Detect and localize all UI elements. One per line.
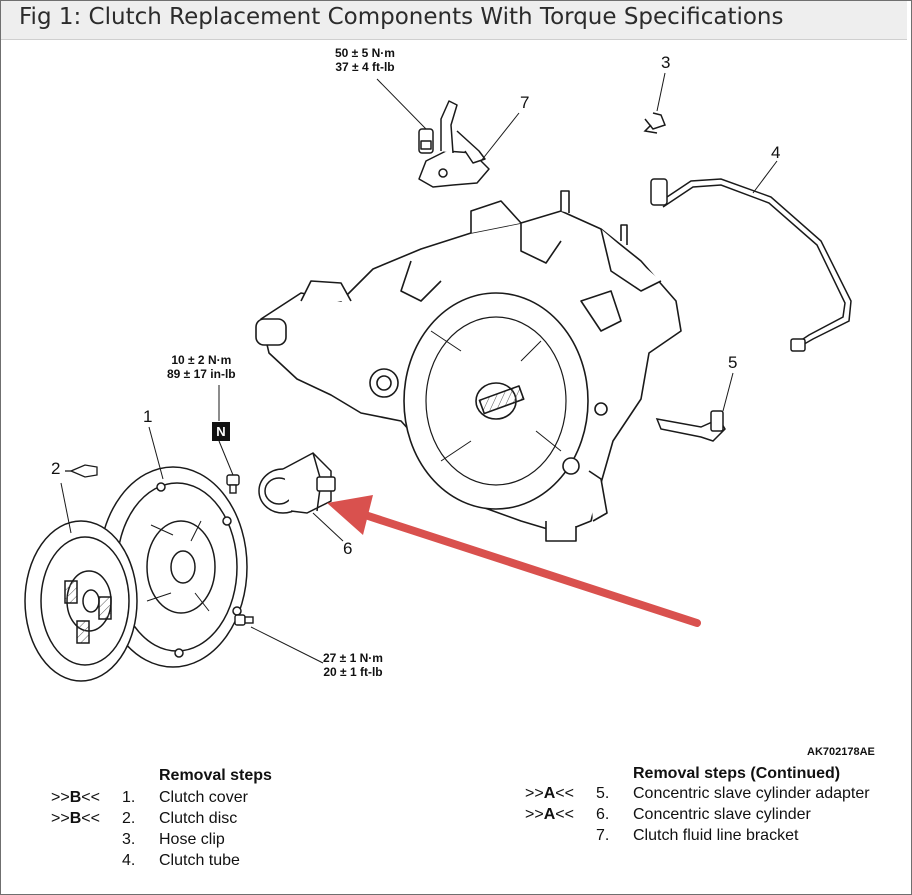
n-badge: N [212, 422, 230, 441]
step-ref: >>B<< [51, 810, 100, 827]
part-7-bracket [418, 100, 490, 188]
bolt-cover [234, 614, 254, 626]
transmission-housing [255, 190, 682, 542]
part-4-clutch-tube [650, 178, 852, 352]
torque-bracket-nm: 50 ± 5 N·m [335, 46, 395, 60]
figure-code: AK702178AE [807, 746, 875, 758]
torque-cover-nm: 27 ± 1 N·m [323, 651, 383, 665]
torque-bracket-ftlb: 37 ± 4 ft-lb [335, 60, 395, 74]
callout-2: 2 [51, 459, 61, 478]
apply-grease-symbol [65, 464, 98, 478]
figure-title: Fig 1: Clutch Replacement Components Wit… [19, 4, 784, 30]
step-ref: >>A<< [525, 785, 574, 802]
torque-slave-nm: 10 ± 2 N·m [171, 353, 232, 367]
step-ref: >>A<< [525, 806, 574, 823]
torque-slave-bolt: 10 ± 2 N·m 89 ± 17 in-lb [167, 353, 236, 381]
removal-steps-continued: Removal steps (Continued) >>A<< 5. Conce… [525, 763, 905, 853]
torque-cover-bolt: 27 ± 1 N·m 20 ± 1 ft-lb [323, 651, 383, 679]
bolt-n [226, 474, 240, 494]
step-text: Clutch disc [159, 810, 238, 827]
callout-3: 3 [661, 53, 671, 72]
step-text: Clutch tube [159, 852, 240, 869]
title-bar: Fig 1: Clutch Replacement Components Wit… [1, 1, 907, 40]
step-number: 7. [596, 827, 610, 844]
step-text: Concentric slave cylinder [633, 806, 811, 823]
pointer-arrow [327, 495, 701, 627]
step-number: 1. [122, 789, 136, 806]
part-6-slave-cylinder [258, 452, 336, 514]
removal-steps-heading: Removal steps [159, 767, 272, 784]
part-2-clutch-disc [24, 520, 138, 682]
step-text: Clutch fluid line bracket [633, 827, 799, 844]
callout-6: 6 [343, 539, 353, 558]
step-number: 6. [596, 806, 610, 823]
part-3-hose-clip [643, 112, 666, 134]
step-number: 3. [122, 831, 136, 848]
step-number: 4. [122, 852, 136, 869]
callout-4: 4 [771, 143, 781, 162]
torque-cover-ftlb: 20 ± 1 ft-lb [323, 665, 383, 679]
removal-steps-continued-heading: Removal steps (Continued) [633, 765, 841, 782]
step-text: Concentric slave cylinder adapter [633, 785, 870, 802]
step-ref: >>B<< [51, 789, 100, 806]
step-text: Clutch cover [159, 789, 248, 806]
part-5-adapter [655, 410, 726, 442]
removal-steps: Removal steps >>B<< 1. Clutch cover >>B<… [51, 767, 431, 877]
step-text: Hose clip [159, 831, 225, 848]
callout-5: 5 [728, 353, 738, 372]
step-number: 2. [122, 810, 136, 827]
callout-1: 1 [143, 407, 153, 426]
torque-bracket-bolt: 50 ± 5 N·m 37 ± 4 ft-lb [335, 46, 395, 74]
torque-slave-inlb: 89 ± 17 in-lb [167, 367, 236, 381]
step-number: 5. [596, 785, 610, 802]
callout-7: 7 [520, 93, 530, 112]
